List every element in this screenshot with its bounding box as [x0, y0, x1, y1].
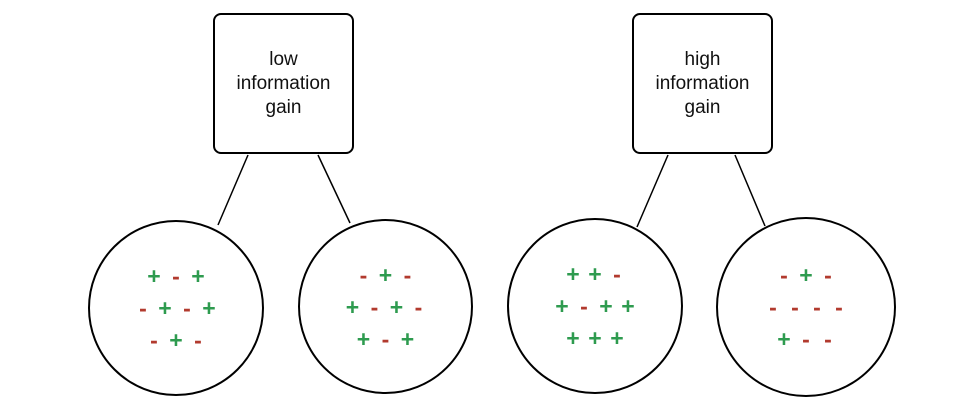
plus-symbol: +	[202, 295, 216, 321]
plus-symbol: +	[378, 261, 393, 288]
minus-symbol: -	[359, 261, 368, 288]
symbol-row: +-++	[551, 293, 639, 319]
connector-line-high-right	[734, 154, 766, 227]
minus-symbol: -	[370, 293, 379, 320]
leaf-circle-low-right: -+-+-+-+-+	[298, 219, 473, 394]
symbol-row: -+-	[143, 327, 209, 353]
symbol-row: -+-	[773, 262, 839, 288]
low-information-gain-label: low information gain	[237, 48, 331, 120]
plus-symbol: +	[356, 325, 371, 352]
minus-symbol: -	[172, 263, 180, 289]
minus-symbol: -	[813, 294, 821, 320]
minus-symbol: -	[802, 326, 810, 352]
minus-symbol: -	[824, 326, 832, 352]
plus-symbol: +	[588, 325, 602, 351]
plus-symbol: +	[191, 263, 205, 289]
minus-symbol: -	[835, 294, 843, 320]
minus-symbol: -	[580, 293, 588, 319]
label-line: information	[655, 72, 750, 94]
plus-symbol: +	[400, 325, 415, 352]
label-line: low	[269, 48, 298, 70]
symbol-row: +-+-	[342, 293, 430, 320]
label-line: gain	[265, 96, 302, 118]
symbol-row: +-+	[353, 325, 419, 352]
leaf-circle-low-left: +-+-+-+-+-	[88, 220, 264, 396]
minus-symbol: -	[824, 262, 832, 288]
minus-symbol: -	[613, 261, 621, 287]
plus-symbol: +	[158, 295, 172, 321]
symbol-row: + + +	[562, 325, 628, 351]
plus-symbol: +	[389, 293, 404, 320]
minus-symbol: -	[791, 294, 799, 320]
label-line: high	[684, 48, 721, 70]
symbol-row: +--	[773, 326, 839, 352]
minus-symbol: -	[381, 325, 390, 352]
minus-symbol: -	[139, 295, 147, 321]
symbol-row: ----	[762, 294, 850, 320]
high-information-gain-label: high information gain	[656, 48, 750, 120]
plus-symbol: +	[555, 293, 569, 319]
minus-symbol: -	[150, 327, 158, 353]
symbol-row: -+-+	[132, 295, 220, 321]
plus-symbol: +	[345, 293, 360, 320]
plus-symbol: +	[169, 327, 183, 353]
connector-line-low-left	[217, 154, 249, 226]
minus-symbol: -	[414, 293, 423, 320]
connector-line-low-right	[317, 154, 351, 224]
high-information-gain-box: high information gain	[632, 13, 773, 154]
leaf-circle-high-left: ++-+-+++++	[507, 218, 683, 394]
plus-symbol: +	[147, 263, 161, 289]
plus-symbol: +	[799, 262, 813, 288]
minus-symbol: -	[183, 295, 191, 321]
plus-symbol: +	[566, 325, 580, 351]
leaf-circle-high-right: -+-----+--	[716, 217, 896, 397]
label-line: information	[236, 72, 331, 94]
label-line: gain	[684, 96, 721, 118]
plus-symbol: +	[777, 326, 791, 352]
plus-symbol: +	[610, 325, 624, 351]
minus-symbol: -	[780, 262, 788, 288]
symbol-row: -+-	[353, 261, 419, 288]
low-information-gain-box: low information gain	[213, 13, 354, 154]
plus-symbol: +	[566, 261, 580, 287]
symbol-row: ++-	[562, 261, 628, 287]
symbol-row: +-+	[143, 263, 209, 289]
plus-symbol: +	[621, 293, 635, 319]
minus-symbol: -	[769, 294, 777, 320]
plus-symbol: +	[599, 293, 613, 319]
connector-line-high-left	[636, 154, 669, 228]
plus-symbol: +	[588, 261, 602, 287]
minus-symbol: -	[194, 327, 202, 353]
minus-symbol: -	[403, 261, 412, 288]
